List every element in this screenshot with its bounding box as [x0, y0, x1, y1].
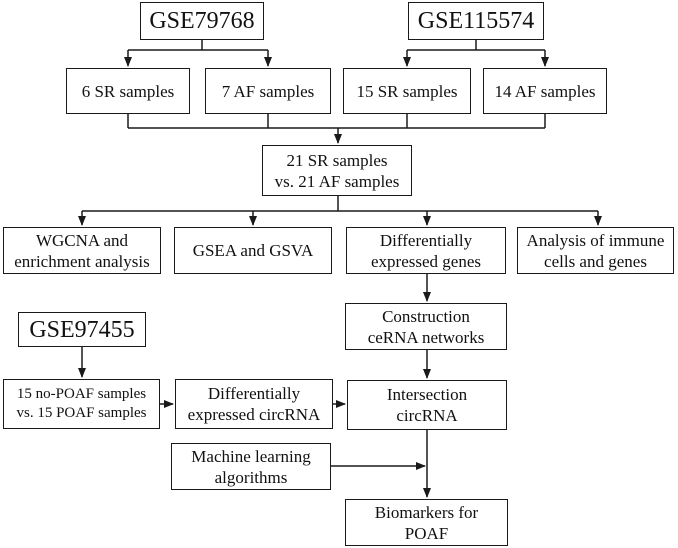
- differentially-expressed-genes: Differentially expressed genes: [346, 227, 506, 274]
- immune-analysis: Analysis of immune cells and genes: [517, 227, 674, 274]
- sr-samples-15: 15 SR samples: [343, 68, 471, 114]
- dataset-gse115574: GSE115574: [408, 2, 544, 40]
- wgcna-enrichment: WGCNA and enrichment analysis: [3, 227, 161, 274]
- dataset-gse97455: GSE97455: [18, 312, 146, 347]
- af-samples-14: 14 AF samples: [483, 68, 607, 114]
- intersection-circrna: Intersection circRNA: [347, 380, 507, 430]
- af-samples-7: 7 AF samples: [205, 68, 331, 114]
- biomarkers-poaf: Biomarkers for POAF: [345, 499, 508, 546]
- dataset-gse79768: GSE79768: [140, 2, 264, 40]
- sr-samples-6: 6 SR samples: [66, 68, 190, 114]
- poaf-samples: 15 no-POAF samples vs. 15 POAF samples: [3, 379, 160, 429]
- de-circrna: Differentially expressed circRNA: [175, 379, 333, 429]
- merged-samples: 21 SR samples vs. 21 AF samples: [262, 145, 412, 196]
- machine-learning: Machine learning algorithms: [171, 443, 331, 490]
- cerna-networks: Construction ceRNA networks: [345, 303, 507, 350]
- gsea-gsva: GSEA and GSVA: [174, 227, 332, 274]
